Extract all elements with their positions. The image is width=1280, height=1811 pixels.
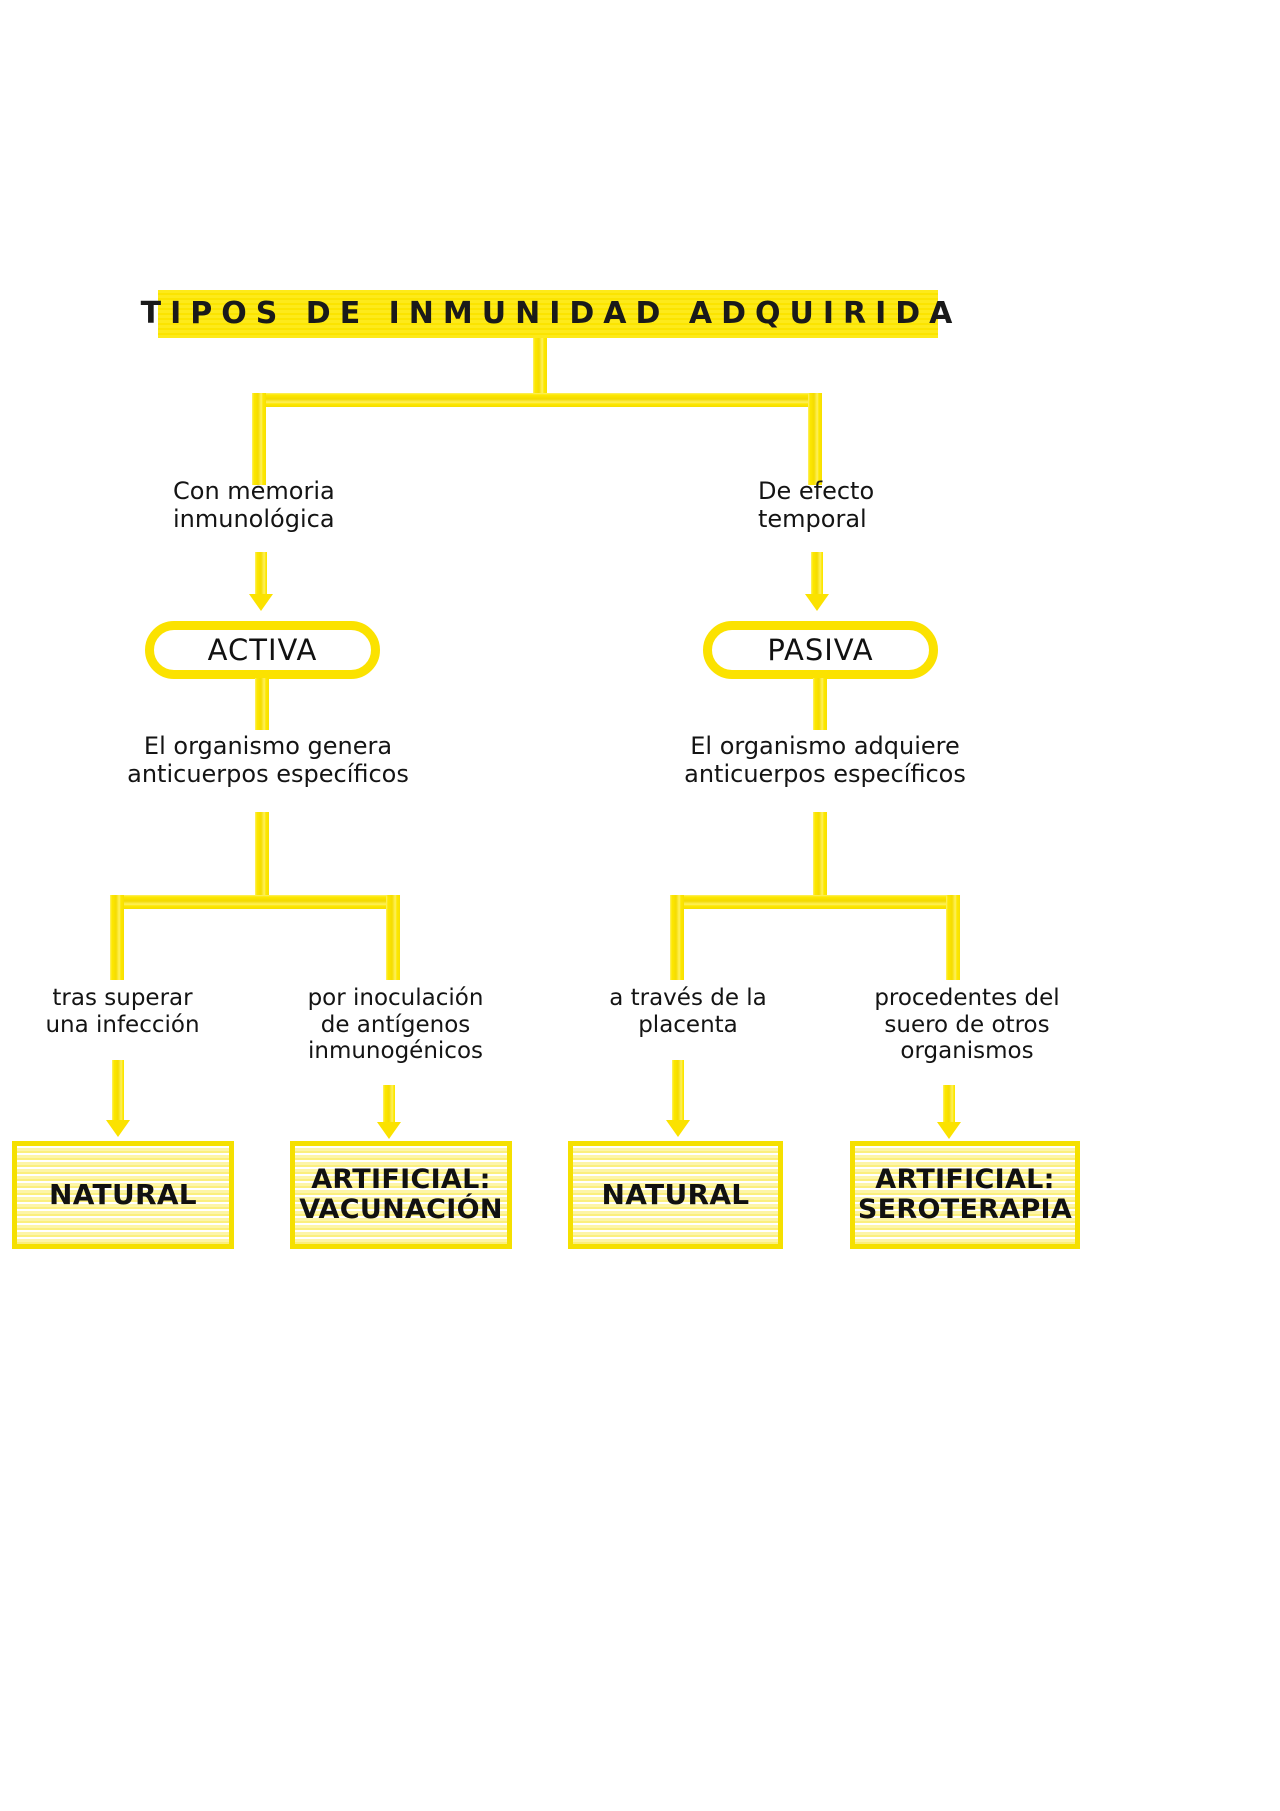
connector-top-split-bar (252, 393, 822, 407)
connector-right-split-bar (670, 895, 960, 909)
arrowhead-artificial-seroterapia (937, 1122, 961, 1139)
connector-right-drop (808, 393, 822, 485)
outcome-artificial-vacunacion-label: ARTIFICIAL: VACUNACIÓN (299, 1163, 503, 1225)
left-mechanism-label: El organismo genera anticuerpos específi… (127, 732, 409, 788)
page-title: TIPOS DE INMUNIDAD ADQUIRIDA (140, 296, 962, 331)
outcome-box-natural-passive[interactable]: NATURAL (568, 1141, 783, 1249)
connector-left-child2-drop (386, 895, 400, 980)
outcome-box-natural-active[interactable]: NATURAL (12, 1141, 234, 1249)
diagram-title-banner: TIPOS DE INMUNIDAD ADQUIRIDA (141, 290, 952, 338)
connector-right-child1-drop (670, 895, 684, 980)
connector-right-child2-drop (946, 895, 960, 980)
outcome-box-artificial-vacunacion[interactable]: ARTIFICIAL: VACUNACIÓN (290, 1141, 512, 1249)
outcome-artificial-seroterapia-label: ARTIFICIAL: SEROTERAPIA (857, 1163, 1073, 1225)
outcome-natural-passive-label: NATURAL (601, 1178, 750, 1212)
connector-arrow-artificial-seroterapia (943, 1085, 955, 1127)
pasiva-label: PASIVA (767, 632, 874, 667)
connector-left-split-bar (110, 895, 400, 909)
connector-pasiva-stem (813, 678, 827, 730)
arrowhead-artificial-vacunacion (377, 1122, 401, 1139)
outcome-box-artificial-seroterapia[interactable]: ARTIFICIAL: SEROTERAPIA (850, 1141, 1080, 1249)
right-condition-label: De efecto temporal (758, 477, 875, 533)
connector-arrow-natural-active (112, 1060, 124, 1125)
right-child1-route-label: a través de la placenta (609, 985, 767, 1038)
immunity-type-pasiva[interactable]: PASIVA (703, 621, 938, 679)
connector-left-condition-to-pill (255, 552, 267, 598)
connector-activa-stem (255, 678, 269, 730)
activa-label: ACTIVA (207, 632, 318, 667)
connector-right-mech-stem (813, 812, 827, 896)
arrowhead-left-to-activa (249, 594, 273, 611)
arrowhead-right-to-pasiva (805, 594, 829, 611)
left-child2-route-label: por inoculación de antígenos inmunogénic… (307, 985, 484, 1065)
immunity-type-activa[interactable]: ACTIVA (145, 621, 380, 679)
right-mechanism-label: El organismo adquiere anticuerpos especí… (684, 732, 966, 788)
arrowhead-natural-active (106, 1120, 130, 1137)
connector-arrow-artificial-vacunacion (383, 1085, 395, 1127)
connector-arrow-natural-passive (672, 1060, 684, 1125)
connector-left-child1-drop (110, 895, 124, 980)
right-child2-route-label: procedentes del suero de otros organismo… (874, 985, 1060, 1065)
connector-left-drop (252, 393, 266, 485)
connector-left-mech-stem (255, 812, 269, 896)
arrowhead-natural-passive (666, 1120, 690, 1137)
left-condition-label: Con memoria inmunológica (173, 477, 335, 533)
left-child1-route-label: tras superar una infección (45, 985, 200, 1038)
connector-right-condition-to-pill (811, 552, 823, 598)
connector-root-stem (533, 338, 547, 396)
outcome-natural-active-label: NATURAL (49, 1178, 197, 1212)
